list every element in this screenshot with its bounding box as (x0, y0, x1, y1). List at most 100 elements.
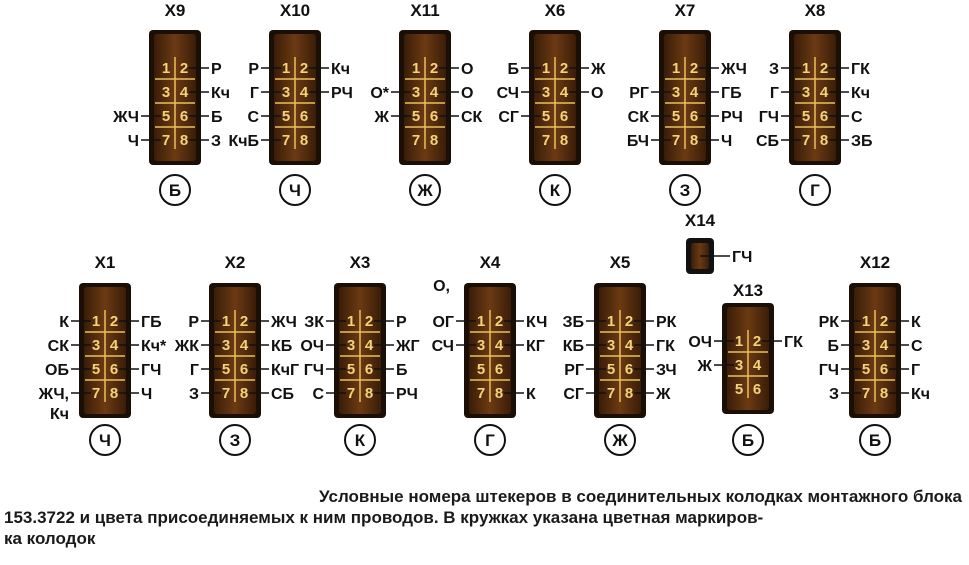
x1-wire-left-extra: Кч (50, 406, 69, 423)
x5-wire-right-3: Ж (655, 386, 671, 403)
x5-wire-left-3: СГ (563, 386, 584, 403)
x5-badge-label: Ж (611, 431, 628, 450)
x5-wire-left-2: РГ (564, 362, 584, 379)
x14-wire-right-0: ГЧ (732, 249, 752, 266)
x3-badge-circle (344, 424, 376, 456)
x5-pin-7: 7 (607, 385, 615, 402)
x1-pin-6: 6 (110, 361, 118, 378)
x13-badge-label: Б (742, 431, 754, 450)
x1-wire-left-3: ЖЧ, (38, 386, 69, 403)
x11-wire-right-2: СК (461, 109, 483, 126)
x1-pin-1: 1 (92, 313, 100, 330)
x11-wire-left-1: О* (370, 85, 389, 102)
x3-wire-left-2: ГЧ (304, 362, 324, 379)
x10-wire-right-1: РЧ (331, 85, 353, 102)
x2-badge-circle (219, 424, 251, 456)
x14-title: X14 (685, 211, 716, 230)
x3-pin-3: 3 (347, 337, 355, 354)
x7-pin-5: 5 (672, 108, 680, 125)
x9-wire-right-2: Б (211, 109, 223, 126)
x13-pin-2: 2 (753, 333, 761, 350)
x9-badge-circle (159, 174, 191, 206)
x9-pin-8: 8 (180, 132, 188, 149)
x5-badge-circle (604, 424, 636, 456)
x11-wire-left-2: Ж (374, 109, 390, 126)
x12-wire-right-2: Г (911, 362, 920, 379)
x1-pin-7: 7 (92, 385, 100, 402)
x4-pin-2: 2 (495, 313, 503, 330)
x7-wire-right-0: ЖЧ (720, 61, 747, 78)
caption-line-3: ка колодок (4, 529, 96, 548)
x5-pin-8: 8 (625, 385, 633, 402)
x7-pin-4: 4 (690, 84, 699, 101)
x12-wire-left-0: РК (819, 314, 840, 331)
x6-wire-right-0: Ж (590, 61, 606, 78)
x10-pin-8: 8 (300, 132, 308, 149)
x11-wire-right-1: О (461, 85, 473, 102)
x9-wire-right-0: Р (211, 61, 222, 78)
x7-wire-left-2: СК (628, 109, 650, 126)
x8-wire-right-0: ГК (851, 61, 870, 78)
x11-wire-right-0: О (461, 61, 473, 78)
x13-pin-4: 4 (753, 357, 762, 374)
x13-pin-3: 3 (735, 357, 743, 374)
x5-pin-5: 5 (607, 361, 615, 378)
x12-wire-right-1: С (911, 338, 923, 355)
x3-title: X3 (350, 253, 371, 272)
x6-wire-left-0: Б (508, 61, 520, 78)
x8-pin-4: 4 (820, 84, 829, 101)
x9-wire-right-3: З (211, 133, 221, 150)
x3-pin-8: 8 (365, 385, 373, 402)
x10-pin-1: 1 (282, 60, 290, 77)
x6-wire-right-1: О (591, 85, 603, 102)
caption-line-2: 153.3722 и цвета присоединяемых к ним пр… (4, 508, 764, 527)
x1-wire-left-1: СК (48, 338, 70, 355)
x8-wire-left-0: З (769, 61, 779, 78)
x12-pin-4: 4 (880, 337, 889, 354)
x4-wire-right-1: КГ (526, 338, 545, 355)
x8-pin-2: 2 (820, 60, 828, 77)
x1-wire-right-1: Кч* (141, 338, 167, 355)
x5-pin-3: 3 (607, 337, 615, 354)
x5-pin-6: 6 (625, 361, 633, 378)
x9-pin-3: 3 (162, 84, 170, 101)
x3-wire-left-3: С (312, 386, 324, 403)
x5-wire-right-0: РК (656, 314, 677, 331)
x7-wire-left-1: РГ (629, 85, 649, 102)
x11-pin-8: 8 (430, 132, 438, 149)
x7-pin-6: 6 (690, 108, 698, 125)
x2-pin-5: 5 (222, 361, 230, 378)
x12-wire-left-1: Б (828, 338, 840, 355)
x12-wire-right-3: Кч (911, 386, 930, 403)
x4-badge-label: Г (485, 431, 495, 450)
x11-pin-1: 1 (412, 60, 420, 77)
x11-pin-6: 6 (430, 108, 438, 125)
x8-pin-3: 3 (802, 84, 810, 101)
x9-pin-2: 2 (180, 60, 188, 77)
x5-wire-left-1: КБ (563, 338, 584, 355)
x2-badge-label: З (230, 431, 241, 450)
x4-pin-5: 5 (477, 361, 485, 378)
x2-pin-4: 4 (240, 337, 249, 354)
x7-wire-right-3: Ч (721, 133, 732, 150)
x1-pin-8: 8 (110, 385, 118, 402)
x6-pin-8: 8 (560, 132, 568, 149)
x3-wire-right-3: РЧ (396, 386, 418, 403)
x6-badge-circle (539, 174, 571, 206)
x4-badge-circle (474, 424, 506, 456)
x12-pin-8: 8 (880, 385, 888, 402)
x4-pin-1: 1 (477, 313, 485, 330)
x1-wire-right-2: ГЧ (141, 362, 161, 379)
x2-wire-right-0: ЖЧ (270, 314, 297, 331)
x12-pin-6: 6 (880, 361, 888, 378)
x6-title: X6 (545, 1, 566, 20)
x2-wire-left-3: З (189, 386, 199, 403)
x3-pin-4: 4 (365, 337, 374, 354)
x2-wire-left-0: Р (188, 314, 199, 331)
x2-wire-left-2: Г (190, 362, 199, 379)
x10-wire-left-2: С (247, 109, 259, 126)
x2-pin-2: 2 (240, 313, 248, 330)
x3-wire-left-1: ОЧ (300, 338, 324, 355)
x3-wire-right-1: ЖГ (395, 338, 420, 355)
x10-badge-label: Ч (289, 181, 301, 200)
